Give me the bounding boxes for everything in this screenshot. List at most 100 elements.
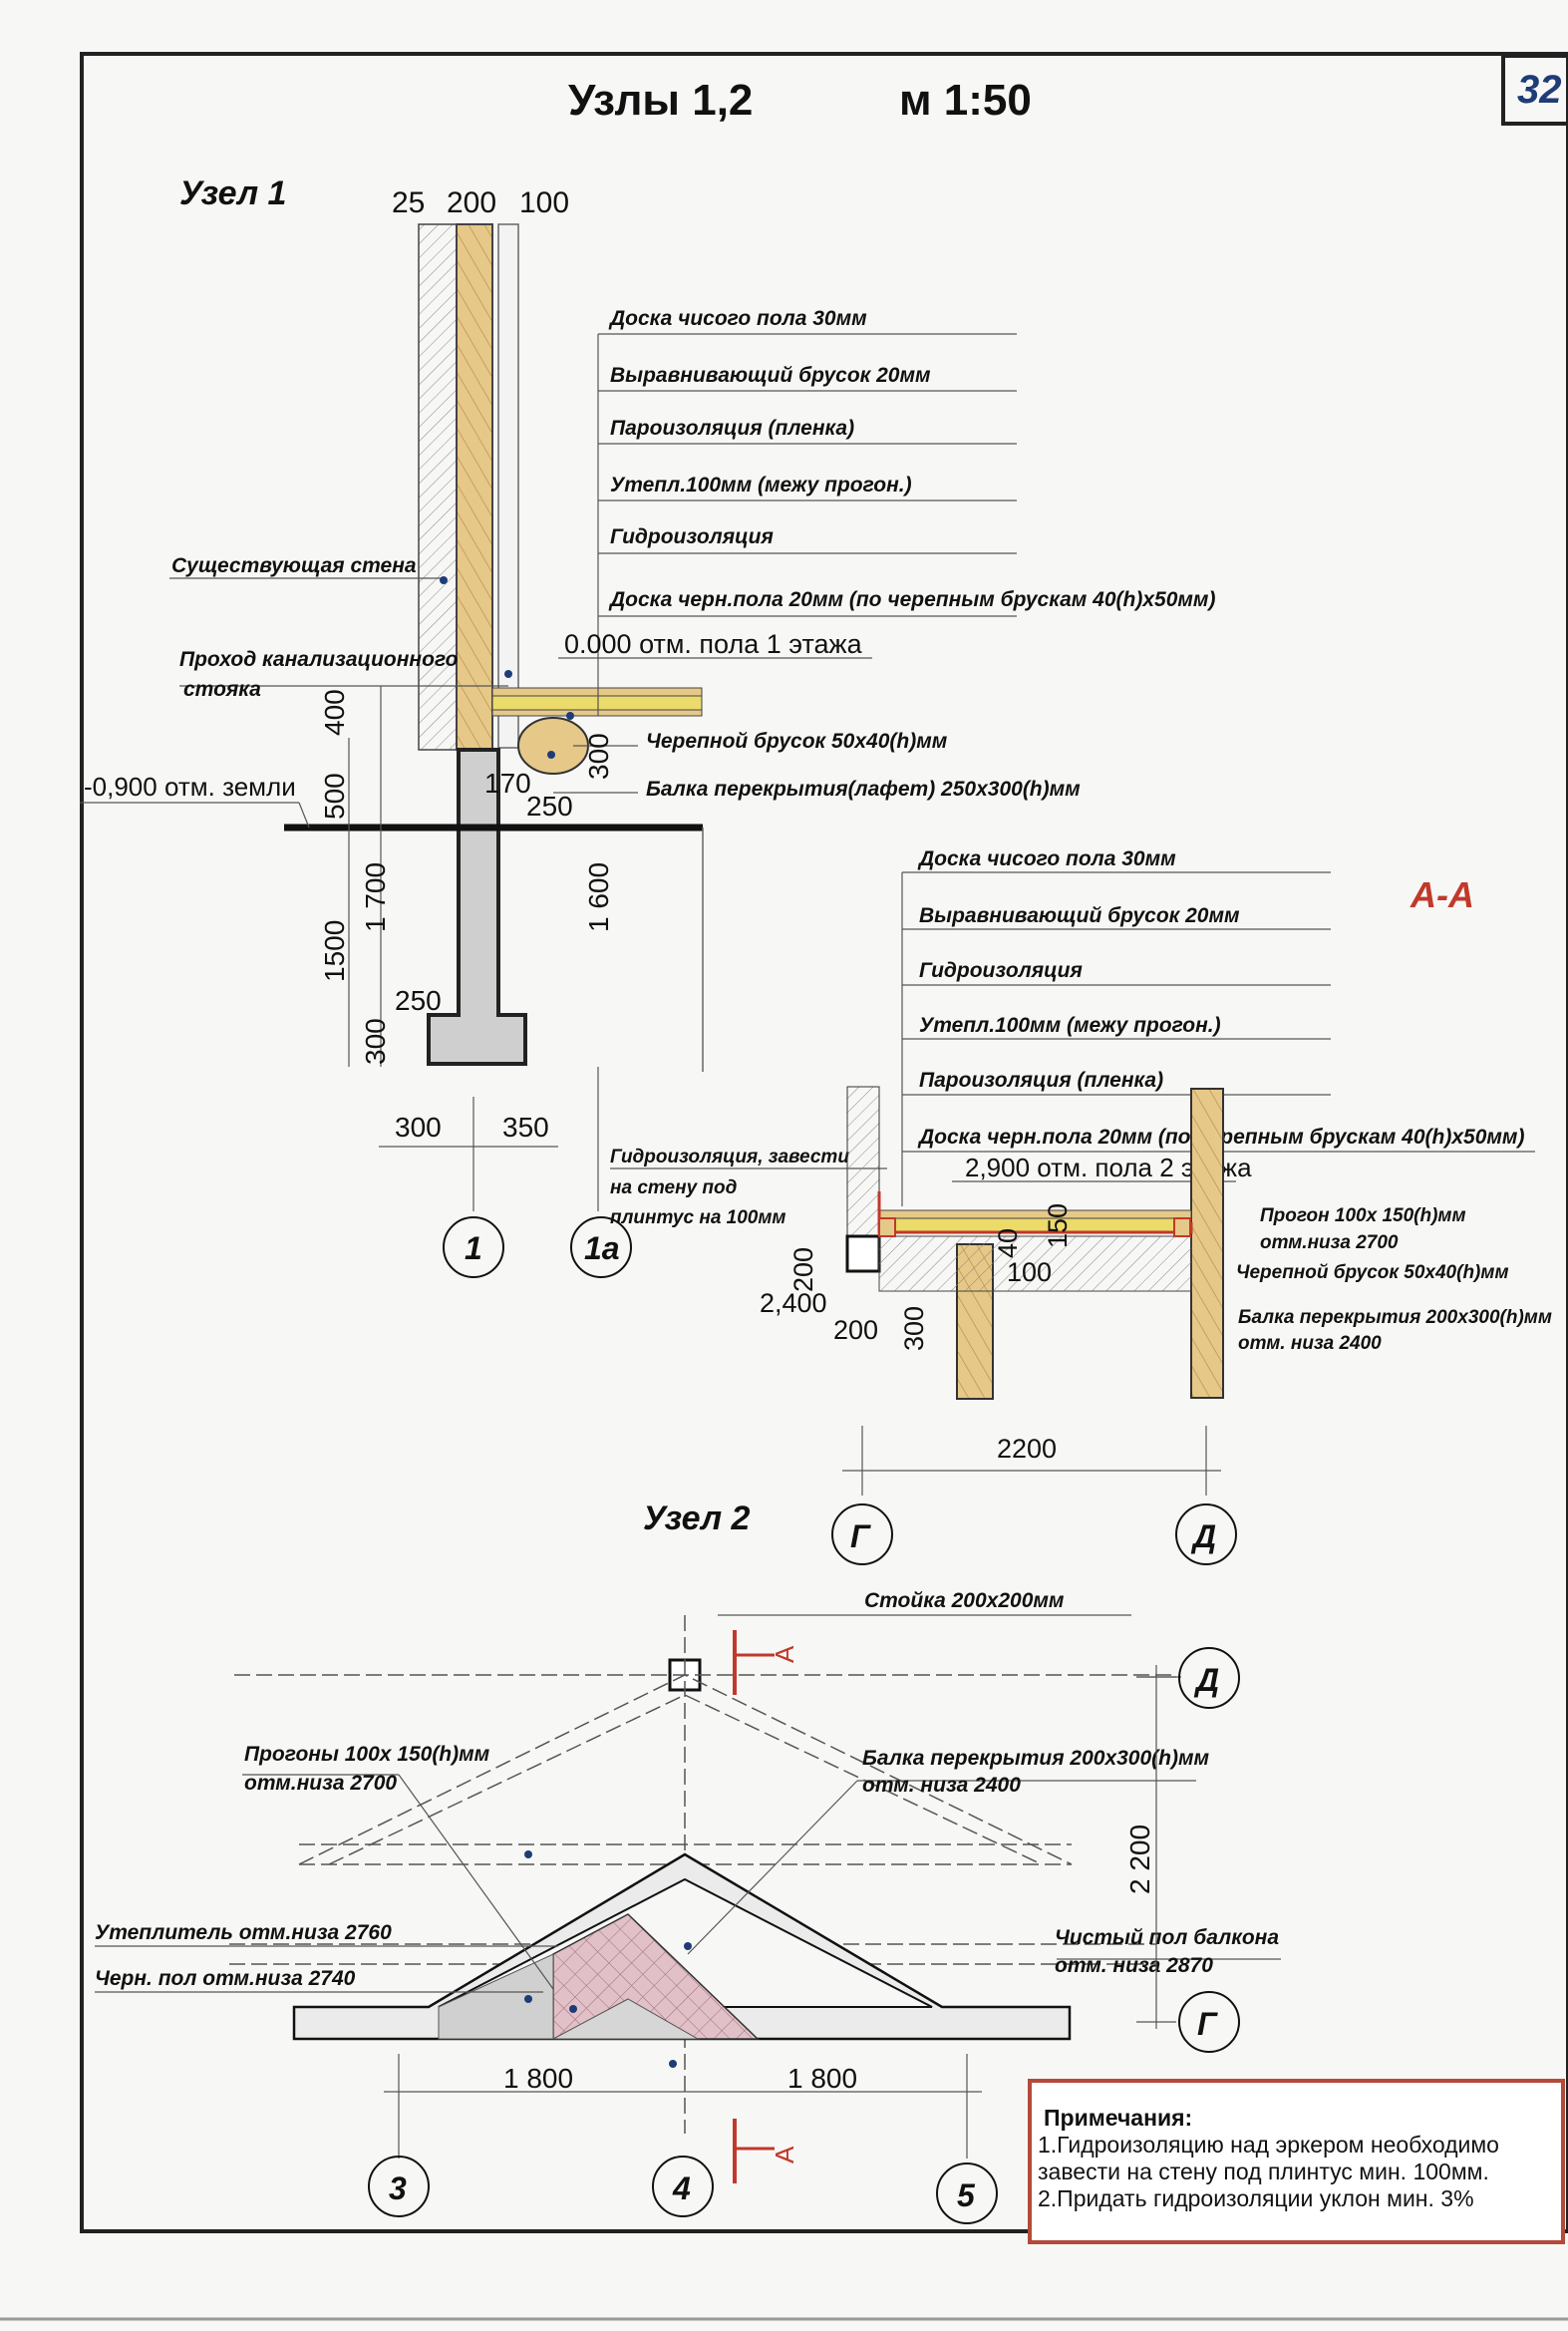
axis-bubble-4 xyxy=(652,2156,714,2217)
axis-bubble-3 xyxy=(368,2156,430,2217)
aa-dim-2400: 2,400 xyxy=(760,1288,827,1318)
floor-finish xyxy=(491,687,703,697)
aa-floor-insul xyxy=(878,1217,1192,1233)
grey-fill-center xyxy=(552,1998,700,2040)
aa-left-wall-base xyxy=(845,1234,881,1273)
sewer-pass-label-1: Проход канализационного xyxy=(179,648,459,671)
axis-label-5: 5 xyxy=(957,2177,976,2213)
n1-layer-1: Выравнивающий брусок 20мм xyxy=(610,364,931,387)
dim-500: 500 xyxy=(319,773,350,820)
insulation-label: Утеплитель отм.низа 2760 xyxy=(95,1921,392,1944)
dim-400: 400 xyxy=(319,689,350,736)
node2-heading: Узел 2 xyxy=(643,1499,751,1537)
n1-layer-0: Доска чисого пола 30мм xyxy=(608,307,867,330)
aa-layer-0: Доска чисого пола 30мм xyxy=(917,847,1176,870)
axis-bubble-5 xyxy=(936,2163,998,2224)
cranial-bar-label: Черепной брусок 50x40(h)мм xyxy=(646,730,948,753)
existing-wall xyxy=(418,223,458,751)
section-aa: А-А Доска чисого пола 30мм Выравнивающий… xyxy=(610,847,1552,1565)
aa-purlin-1: Прогон 100x 150(h)мм xyxy=(1260,1205,1466,1226)
axis-label-d-top: Д xyxy=(1190,1518,1216,1554)
aa-waterproof-3: плинтус на 100мм xyxy=(610,1207,785,1228)
floor-rough xyxy=(491,709,703,717)
aa-dim-2200: 2200 xyxy=(997,1434,1057,1464)
n1-layer-4: Гидроизоляция xyxy=(610,525,774,548)
page-scale: м 1:50 xyxy=(899,76,1032,125)
aa-floor-finish xyxy=(878,1209,1192,1219)
page-title: Узлы 1,2 xyxy=(568,76,753,125)
axis-bubble-d-right xyxy=(1178,1647,1240,1709)
n2-beam-label-1: Балка перекрытия 200x300(h)мм xyxy=(862,1747,1210,1770)
floor-mark-label: 0.000 отм. пола 1 этажа xyxy=(564,629,863,659)
purlins-label-1: Прогоны 100x 150(h)мм xyxy=(244,1743,490,1766)
aa-layer-4: Пароизоляция (пленка) xyxy=(919,1069,1163,1092)
section-mark-bottom: А xyxy=(770,2146,799,2164)
timber-wall xyxy=(456,223,493,751)
aa-dim-40: 40 xyxy=(993,1228,1023,1258)
dim-300-a: 300 xyxy=(360,1018,391,1065)
aa-dim-100: 100 xyxy=(1007,1257,1052,1287)
node2: Узел 2 Стойка 200x200мм А А xyxy=(95,1499,1281,2224)
n2-beam-label-2: отм. низа 2400 xyxy=(862,1774,1021,1797)
dim-2200-vertical: 2 200 xyxy=(1124,1825,1155,1894)
dim-300-c: 300 xyxy=(395,1112,442,1143)
aa-purlin-left xyxy=(878,1217,896,1237)
sheet-frame xyxy=(80,52,1568,2233)
node1-dim-100: 100 xyxy=(519,186,569,219)
aa-layer-3: Утепл.100мм (межу прогон.) xyxy=(919,1014,1221,1037)
floor-beam-label: Балка перекрытия(лафет) 250x300(h)мм xyxy=(646,778,1081,801)
axis-label-1: 1 xyxy=(465,1230,482,1266)
n1-layer-3: Утепл.100мм (межу прогон.) xyxy=(610,474,912,497)
aa-cranial-bar: Черепной брусок 50x40(h)мм xyxy=(1236,1262,1509,1283)
aa-waterproof-1: Гидроизоляция, завести xyxy=(610,1147,849,1167)
aa-purlin-2: отм.низа 2700 xyxy=(1260,1232,1399,1253)
dim-170: 170 xyxy=(484,768,531,799)
dim-350: 350 xyxy=(502,1112,549,1143)
aa-waterproof-2: на стену под xyxy=(610,1177,738,1198)
dim-250-a: 250 xyxy=(526,791,573,822)
notes-heading: Примечания: xyxy=(1044,2105,1193,2131)
node1: Узел 1 25 200 100 xyxy=(80,174,1215,1278)
aa-layer-1: Выравнивающий брусок 20мм xyxy=(919,904,1240,927)
section-mark-top: А xyxy=(770,1645,799,1663)
aa-beam xyxy=(878,1235,1192,1292)
axis-bubble-g-right xyxy=(1178,1991,1240,2053)
aa-dim-300: 300 xyxy=(899,1306,929,1351)
sheet-number: 32 xyxy=(1501,54,1568,126)
aa-dim-200-a: 200 xyxy=(788,1247,818,1292)
node1-heading: Узел 1 xyxy=(179,174,286,212)
sewer-pass-label-2: стояка xyxy=(183,678,261,701)
notes-box: Примечания: 1.Гидроизоляцию над эркером … xyxy=(1028,2079,1565,2244)
rough-floor-label: Черн. пол отм.низа 2740 xyxy=(95,1967,356,1990)
notes-item-2: 2.Придать гидроизоляции уклон мин. 3% xyxy=(1038,2185,1474,2211)
axis-label-1a: 1а xyxy=(584,1230,620,1266)
axis-bubble-1 xyxy=(443,1216,504,1278)
purlins-label-2: отм.низа 2700 xyxy=(244,1772,397,1795)
axis-label-g-top: Г xyxy=(850,1518,871,1554)
foundation xyxy=(427,748,527,1066)
section-aa-label: А-А xyxy=(1410,874,1474,915)
aa-right-wall xyxy=(1190,1088,1224,1399)
dim-300-b: 300 xyxy=(583,733,614,780)
sewer-riser xyxy=(497,223,519,749)
axis-label-g-right: Г xyxy=(1197,2006,1218,2042)
n1-layer-5: Доска черн.пола 20мм (по черепным бруска… xyxy=(608,588,1215,611)
aa-beam-2: отм. низа 2400 xyxy=(1238,1333,1382,1354)
aa-layer-2: Гидроизоляция xyxy=(919,959,1083,982)
axis-label-d-right: Д xyxy=(1193,1662,1219,1698)
axis-label-4: 4 xyxy=(672,2170,691,2206)
balcony-floor-label-1: Чистый пол балкона xyxy=(1055,1926,1279,1949)
dim-1700: 1 700 xyxy=(360,862,391,932)
post-label: Стойка 200x200мм xyxy=(864,1589,1065,1612)
axis-bubble-d-top xyxy=(1175,1503,1237,1565)
notes-item-1: завести на стену под плинтус мин. 100мм. xyxy=(1038,2159,1489,2184)
dim-250-b: 250 xyxy=(395,985,442,1016)
node1-dim-25: 25 xyxy=(392,186,425,219)
existing-wall-label: Существующая стена xyxy=(171,554,417,577)
n1-layer-2: Пароизоляция (пленка) xyxy=(610,417,854,440)
aa-purlin-right xyxy=(1173,1217,1191,1237)
axis-bubble-1a xyxy=(570,1216,632,1278)
axis-bubble-g-top xyxy=(831,1503,893,1565)
notes-item-0: 1.Гидроизоляцию над эркером необходимо xyxy=(1038,2132,1499,2158)
